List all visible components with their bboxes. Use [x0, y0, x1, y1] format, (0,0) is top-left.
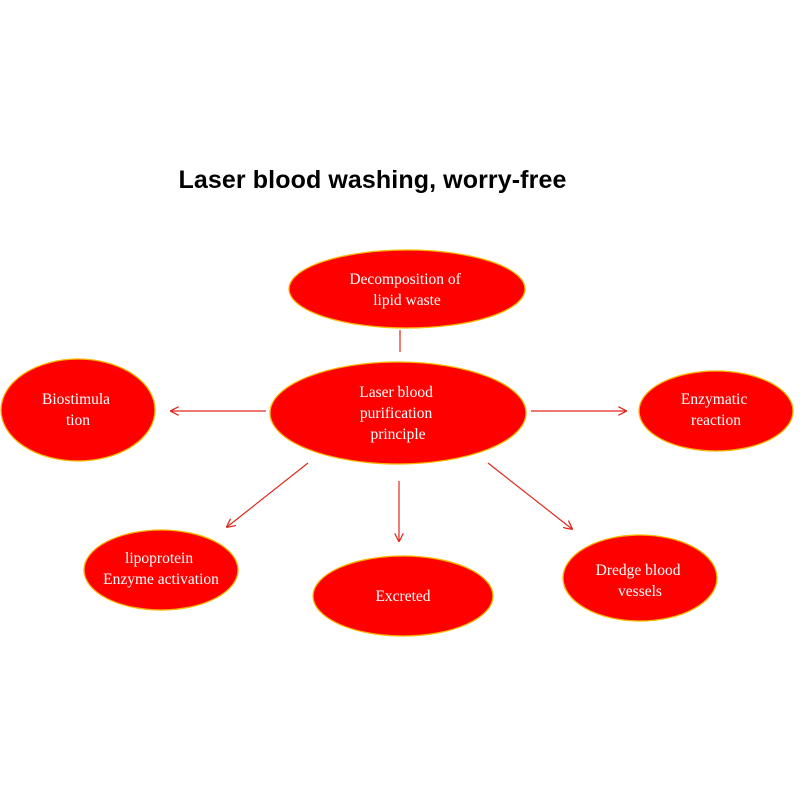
node-bottom-left-line-2: Enzyme activation — [103, 571, 219, 588]
node-enzymatic-reaction: Enzymatic reaction — [638, 370, 794, 452]
node-lipoprotein-enzyme-activation: lipoprotein Enzyme activation — [83, 529, 239, 611]
svg-text:Biostimula tion: Biostimula tion — [42, 391, 114, 429]
node-biostimulation: Biostimula tion — [0, 358, 156, 462]
node-bottom-ellipse — [312, 555, 494, 637]
node-bottom-right-ellipse — [562, 534, 718, 622]
svg-text:Decomposition of lipid w: Decomposition of lipid waste — [349, 271, 464, 309]
node-decomposition-lipid-waste: Decomposition of lipid waste — [288, 249, 526, 329]
node-laser-blood-purification-principle: Laser blood purification principle — [269, 361, 527, 465]
node-bottom-left-ellipse — [83, 529, 239, 611]
node-center-line-3: principle — [370, 426, 425, 443]
node-left-line-2: tion — [66, 412, 90, 429]
node-right-line-1: Enzymatic — [681, 391, 747, 408]
node-top-line-1: Decomposition of — [349, 271, 461, 288]
node-left-line-1: Biostimula — [42, 391, 110, 408]
node-center-ellipse — [269, 361, 527, 465]
svg-text:Laser blood purification: Laser blood purification principle — [359, 384, 436, 443]
node-top-line-2: lipid waste — [373, 292, 441, 309]
node-dredge-blood-vessels: Dredge blood vessels — [562, 534, 718, 622]
svg-text:lipoprotein Enzyme activ: lipoprotein Enzyme activation — [103, 550, 219, 588]
svg-text:Enzymatic reaction: Enzymatic reaction — [681, 391, 751, 429]
node-excreted: Excreted — [312, 555, 494, 637]
node-left-ellipse — [0, 358, 156, 462]
arrow-to-lipoprotein — [227, 462, 309, 527]
node-bottom-right-line-2: vessels — [618, 583, 662, 600]
arrow-to-dredge-blood-vessels — [487, 462, 572, 529]
node-center-line-2: purification — [360, 405, 433, 422]
svg-text:Excreted: Excreted — [375, 588, 430, 605]
node-right-line-2: reaction — [691, 412, 741, 429]
node-bottom-line-1: Excreted — [375, 588, 430, 605]
node-bottom-left-line-1: lipoprotein — [125, 550, 193, 567]
node-right-ellipse — [638, 370, 794, 452]
svg-text:Dredge blood vessels: Dredge blood vessels — [596, 562, 685, 600]
diagram-title: Laser blood washing, worry-free — [178, 166, 567, 194]
node-top-ellipse — [288, 249, 526, 329]
node-bottom-right-line-1: Dredge blood — [596, 562, 681, 579]
node-center-line-1: Laser blood — [359, 384, 433, 401]
